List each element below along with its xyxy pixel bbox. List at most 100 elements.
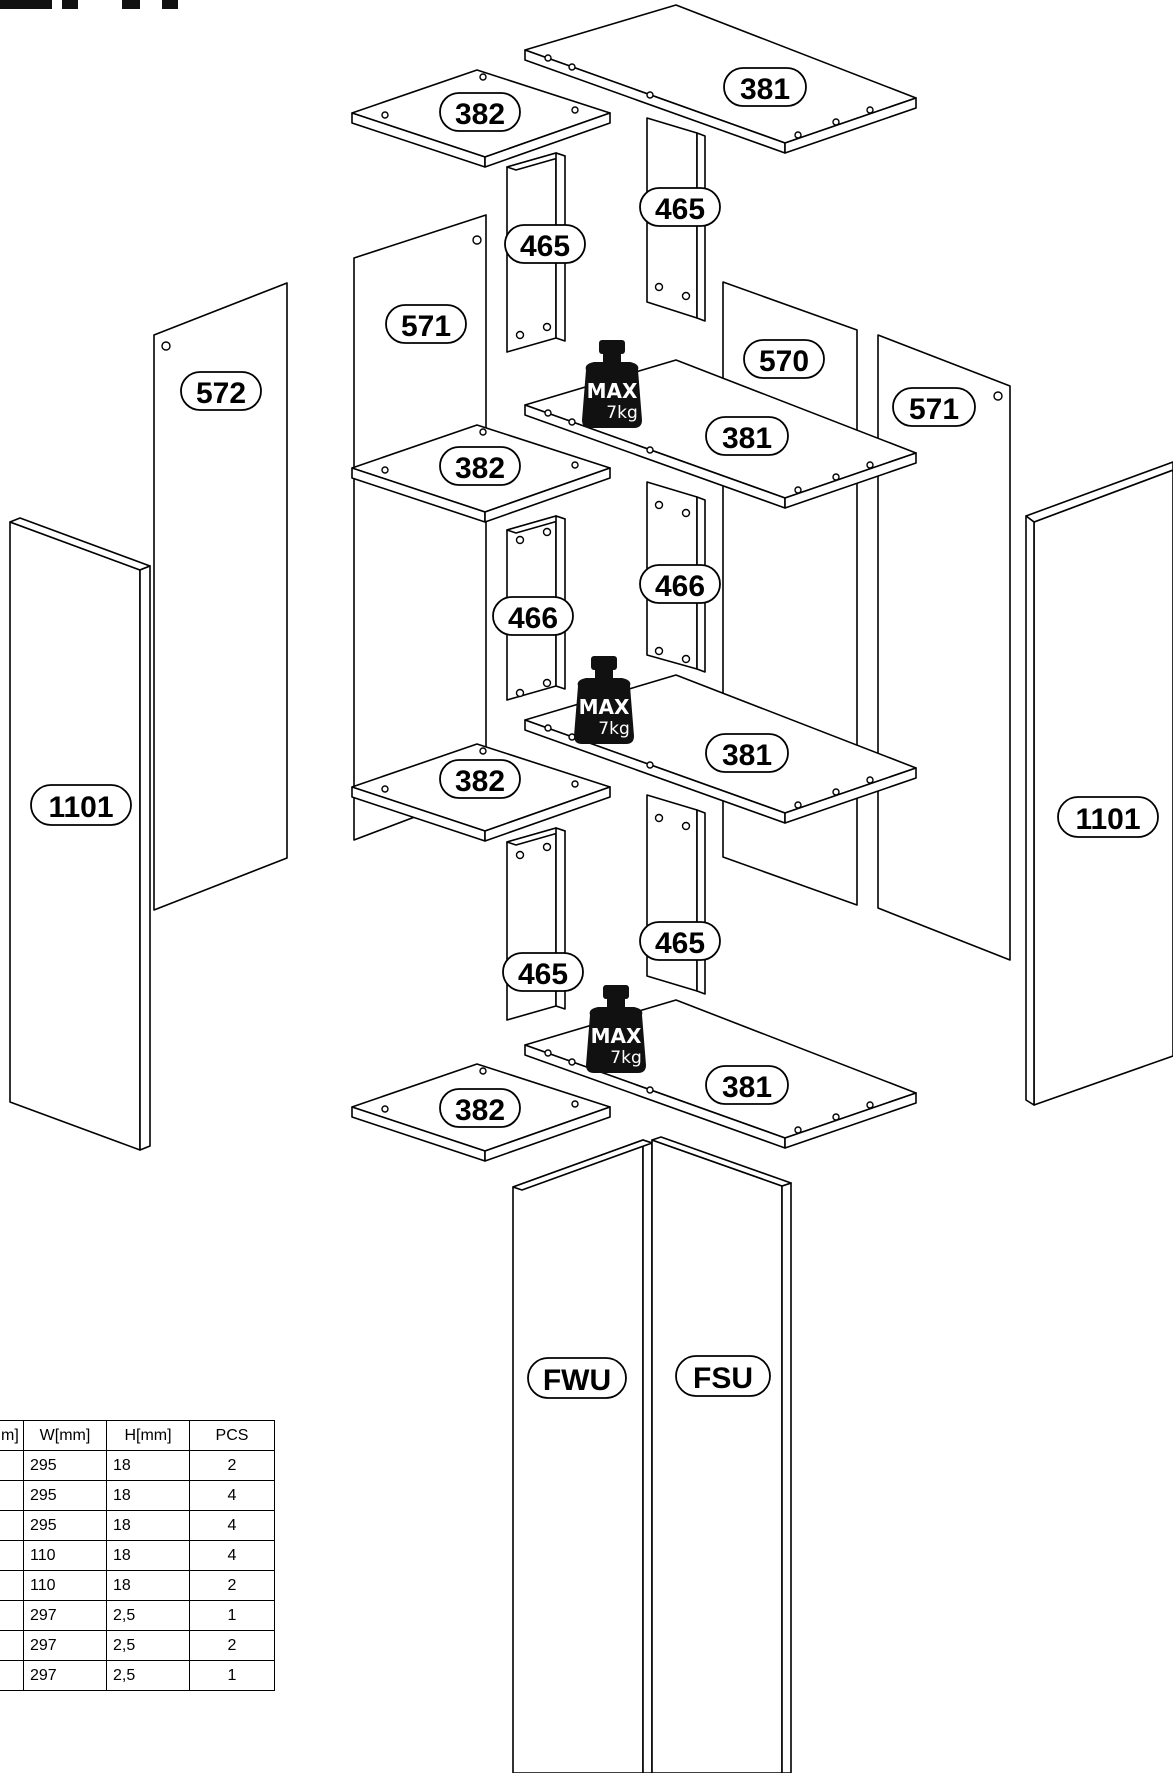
part-number-571-right: 571 (909, 393, 959, 426)
part-label: 381 (705, 416, 789, 456)
weight-max-text: MAX (587, 379, 638, 403)
part-label: 1101 (30, 784, 132, 826)
table-cell: 295 (23, 1450, 107, 1481)
table-cell (0, 1540, 24, 1571)
divider-465-lower-left: 465 (502, 827, 584, 1021)
table-cell: 297 (23, 1600, 107, 1631)
table-cell: 2 (189, 1570, 275, 1601)
part-number-fwu: FWU (543, 1364, 611, 1397)
title-fragment (0, 0, 200, 10)
table-cell (0, 1570, 24, 1601)
table-cell: 18 (106, 1540, 190, 1571)
part-label: 572 (180, 371, 262, 411)
part-label: 1101 (1057, 796, 1159, 838)
column-header: PCS (189, 1420, 275, 1451)
table-cell: 110 (23, 1540, 107, 1571)
part-number-1101-right: 1101 (1075, 803, 1140, 836)
table-cell: 18 (106, 1570, 190, 1601)
part-label: 570 (743, 339, 825, 379)
shelf-382-top: 382 (351, 69, 611, 168)
weight-max-text: MAX (591, 1024, 642, 1048)
divider-465-top-left: 465 (504, 152, 586, 353)
table-cell: 110 (23, 1570, 107, 1601)
back-panel-572: 572 (153, 282, 288, 911)
column-header: H[mm] (106, 1420, 190, 1451)
table-header-row: m] W[mm] H[mm] PCS (0, 1420, 275, 1451)
part-number-466-middle-left: 466 (508, 602, 558, 635)
part-label: 571 (385, 304, 467, 344)
part-label: 465 (504, 224, 586, 264)
part-label: 382 (439, 1088, 521, 1128)
part-label: 382 (439, 759, 521, 799)
part-label: 382 (439, 446, 521, 486)
part-number-fsu: FSU (693, 1362, 753, 1395)
part-number-382-top: 382 (455, 98, 505, 131)
part-number-381-lower: 381 (722, 739, 772, 772)
part-number-465-lower-left: 465 (518, 958, 568, 991)
part-number-381-top: 381 (740, 73, 790, 106)
title-glyph-4 (162, 0, 178, 9)
max-load-weight-icon: MAX 7kg (586, 985, 646, 1073)
part-label: 465 (502, 952, 584, 992)
part-number-571-left: 571 (401, 310, 451, 343)
part-label: 466 (492, 596, 574, 636)
table-cell (0, 1510, 24, 1541)
table-cell: 1 (189, 1600, 275, 1631)
side-panel-571-left: 571 (353, 214, 487, 841)
part-number-381-bottom: 381 (722, 1071, 772, 1104)
table-cell: 297 (23, 1630, 107, 1661)
part-number-382-middle: 382 (455, 452, 505, 485)
divider-466-middle-left: 466 (492, 515, 574, 701)
part-label: 466 (639, 564, 721, 604)
part-label: 465 (639, 921, 721, 961)
table-cell: 18 (106, 1450, 190, 1481)
table-cell: 4 (189, 1480, 275, 1511)
table-cell (0, 1660, 24, 1691)
shelf-382-lower: 382 (351, 743, 611, 842)
table-cell: 18 (106, 1510, 190, 1541)
part-number-466-middle-right: 466 (655, 570, 705, 603)
part-label: 465 (639, 187, 721, 227)
part-number-381-middle: 381 (722, 422, 772, 455)
divider-465-top-right: 465 (639, 117, 721, 322)
part-label: 381 (705, 733, 789, 773)
part-label: FWU (527, 1357, 627, 1399)
table-cell: 2,5 (106, 1660, 190, 1691)
part-number-382-lower: 382 (455, 765, 505, 798)
part-number-465-lower-right: 465 (655, 927, 705, 960)
weight-max-text: MAX (579, 695, 630, 719)
table-cell (0, 1450, 24, 1481)
weight-kg-text: 7kg (610, 1048, 641, 1068)
title-glyph-1 (0, 0, 52, 9)
part-label: FSU (675, 1355, 771, 1397)
table-cell: 2,5 (106, 1630, 190, 1661)
table-cell (0, 1480, 24, 1511)
part-label: 382 (439, 92, 521, 132)
table-cell: 297 (23, 1660, 107, 1691)
column-header: W[mm] (23, 1420, 107, 1451)
divider-466-middle-right: 466 (639, 481, 721, 673)
table-cell (0, 1630, 24, 1661)
table-cell: 2 (189, 1450, 275, 1481)
part-number-1101-left: 1101 (48, 791, 113, 824)
divider-465-lower-right: 465 (639, 794, 721, 995)
part-label: 381 (705, 1065, 789, 1105)
column-header: m] (0, 1420, 24, 1451)
table-cell: 1 (189, 1660, 275, 1691)
title-glyph-2 (62, 0, 78, 9)
weight-kg-text: 7kg (606, 403, 637, 423)
table-cell: 18 (106, 1480, 190, 1511)
part-number-570: 570 (759, 345, 809, 378)
shelf-382-bottom: 382 (351, 1063, 611, 1162)
table-cell: 295 (23, 1480, 107, 1511)
part-label: 571 (892, 387, 976, 427)
